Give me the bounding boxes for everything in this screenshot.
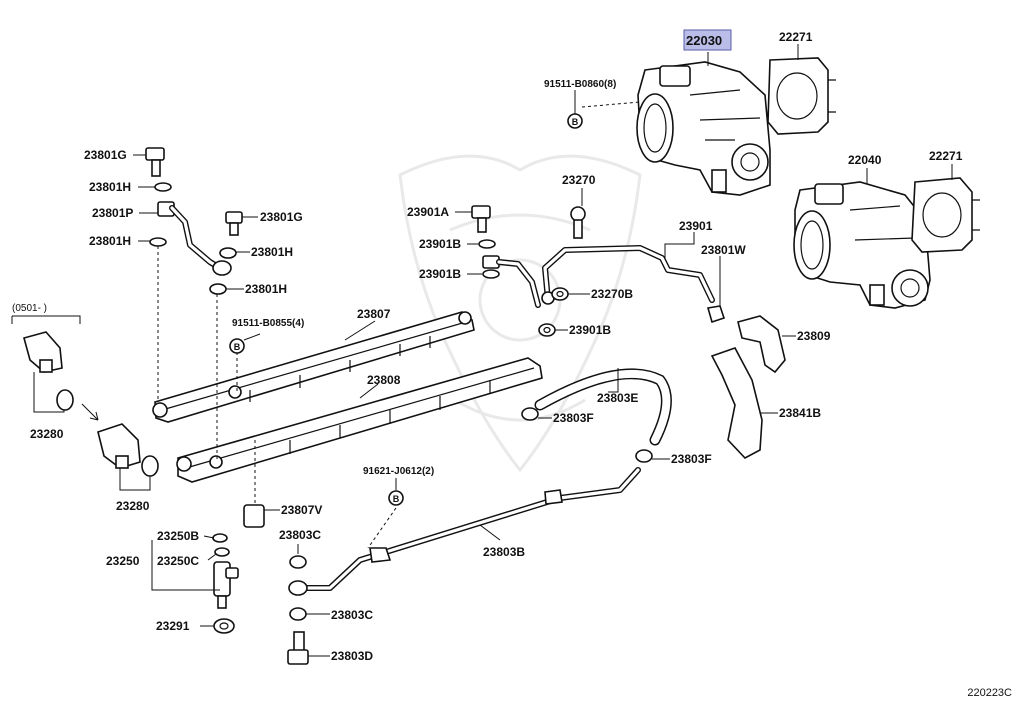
label-23801h-3[interactable]: 23801H	[251, 245, 293, 259]
label-23803c-2[interactable]: 23803C	[331, 608, 373, 622]
label-23801g-2[interactable]: 23801G	[260, 210, 303, 224]
label-23280-b[interactable]: 23280	[116, 499, 150, 513]
label-22271-upper[interactable]: 22271	[779, 30, 813, 44]
washer-23270b[interactable]	[551, 287, 569, 301]
gasket-22271-upper[interactable]	[767, 57, 836, 135]
label-22030[interactable]: 22030	[686, 33, 722, 48]
label-23250[interactable]: 23250	[106, 554, 140, 568]
label-serial-range: (0501- )	[12, 303, 47, 314]
bracket-23809[interactable]	[737, 315, 786, 374]
label-23901[interactable]: 23901	[679, 219, 713, 233]
label-23901b-3[interactable]: 23901B	[569, 323, 611, 337]
bolt-marker-2: B	[229, 338, 245, 354]
gasket-23803c-2[interactable]	[289, 607, 307, 621]
label-23270b[interactable]: 23270B	[591, 287, 633, 301]
gasket-22271-lower[interactable]	[911, 177, 980, 253]
label-23801w[interactable]: 23801W	[701, 243, 746, 257]
label-23901b-1[interactable]: 23901B	[419, 237, 461, 251]
bolt-marker-1: B	[567, 113, 583, 129]
label-23841b[interactable]: 23841B	[779, 406, 821, 420]
gasket-23801h-3[interactable]	[219, 247, 237, 259]
union-bolt-23801g-2[interactable]	[225, 211, 243, 236]
gasket-23801h-4[interactable]	[209, 283, 227, 295]
label-22271-lower[interactable]: 22271	[929, 149, 963, 163]
gasket-23803c-1[interactable]	[289, 555, 307, 569]
union-bolt-23801g-1[interactable]	[145, 147, 165, 177]
label-23801h-2[interactable]: 23801H	[89, 234, 131, 248]
clamp-23803f-2[interactable]	[635, 449, 653, 463]
bolt-marker-3: B	[388, 490, 404, 506]
label-91621-j0612[interactable]: 91621-J0612(2)	[363, 466, 434, 477]
label-23803f-1[interactable]: 23803F	[553, 411, 594, 425]
bolt-23270[interactable]	[570, 206, 586, 239]
label-23901a[interactable]: 23901A	[407, 205, 449, 219]
label-23803c-1[interactable]: 23803C	[279, 528, 321, 542]
label-91511-b0860[interactable]: 91511-B0860(8)	[544, 79, 616, 90]
watermark-emblem	[398, 154, 642, 473]
label-23801p[interactable]: 23801P	[92, 206, 133, 220]
label-23801h-1[interactable]: 23801H	[89, 180, 131, 194]
fuel-hose-23803e[interactable]	[534, 368, 672, 446]
label-23801g-1[interactable]: 23801G	[84, 148, 127, 162]
throttle-body-22040[interactable]	[793, 181, 931, 309]
clamp-23803f-1[interactable]	[521, 407, 539, 421]
label-23807v[interactable]: 23807V	[281, 503, 322, 517]
label-23250c[interactable]: 23250C	[157, 554, 199, 568]
label-22040[interactable]: 22040	[848, 153, 882, 167]
union-23801h-pipe-end[interactable]	[212, 260, 232, 276]
label-23807[interactable]: 23807	[357, 307, 391, 321]
bolt-marker-label: B	[572, 117, 579, 127]
bolt-marker-label: B	[393, 494, 400, 504]
washer-23901b-3[interactable]	[538, 323, 556, 337]
insulator-23291[interactable]	[213, 618, 235, 634]
bracket-serial-range	[11, 315, 81, 324]
label-23808[interactable]: 23808	[367, 373, 401, 387]
fuel-pipe-23901[interactable]	[541, 245, 715, 305]
fuel-pipe-23803b[interactable]	[288, 467, 641, 596]
bolt-marker-label: B	[234, 342, 241, 352]
highlight-box-22030	[683, 29, 732, 51]
pressure-regulator-23280-old[interactable]	[97, 423, 159, 477]
delivery-pipe-23807[interactable]	[152, 311, 475, 423]
gasket-23901b-1[interactable]	[478, 239, 496, 249]
diagram-reference: 220223C	[967, 687, 1012, 699]
label-23803b[interactable]: 23803B	[483, 545, 525, 559]
label-23901b-2[interactable]: 23901B	[419, 267, 461, 281]
union-23901b-pipe[interactable]	[482, 255, 541, 308]
label-23809[interactable]: 23809	[797, 329, 831, 343]
gasket-23801h-2[interactable]	[149, 237, 167, 247]
label-23291[interactable]: 23291	[156, 619, 190, 633]
label-23803d[interactable]: 23803D	[331, 649, 373, 663]
label-23801h-4[interactable]: 23801H	[245, 282, 287, 296]
cover-23841b[interactable]	[710, 347, 763, 459]
clamp-23801w[interactable]	[706, 305, 726, 324]
leader-lines	[33, 44, 953, 657]
union-bolt-23803d[interactable]	[287, 631, 309, 665]
delivery-pipe-23808[interactable]	[176, 357, 543, 483]
pressure-regulator-23280-new[interactable]	[23, 331, 74, 411]
alignment-lines	[157, 101, 641, 549]
o-ring-23250c[interactable]	[214, 547, 230, 557]
label-23280-a[interactable]: 23280	[30, 427, 64, 441]
fuel-injector-23250[interactable]	[213, 561, 239, 609]
fuel-pipe-23801p[interactable]	[157, 201, 223, 271]
label-23270[interactable]: 23270	[562, 173, 596, 187]
label-23250b[interactable]: 23250B	[157, 529, 199, 543]
gasket-23801h-1[interactable]	[154, 182, 172, 192]
label-91511-b0855[interactable]: 91511-B0855(4)	[232, 318, 304, 329]
callout-labels: 22030 22271 22040 22271 91511-B0860(8) 2…	[12, 29, 1012, 699]
label-23803e[interactable]: 23803E	[597, 391, 638, 405]
damper-23807v[interactable]	[243, 504, 265, 528]
arrow-icon	[81, 403, 99, 421]
throttle-body-22030[interactable]	[636, 61, 771, 196]
label-23803f-2[interactable]: 23803F	[671, 452, 712, 466]
o-ring-23250b[interactable]	[212, 533, 228, 543]
